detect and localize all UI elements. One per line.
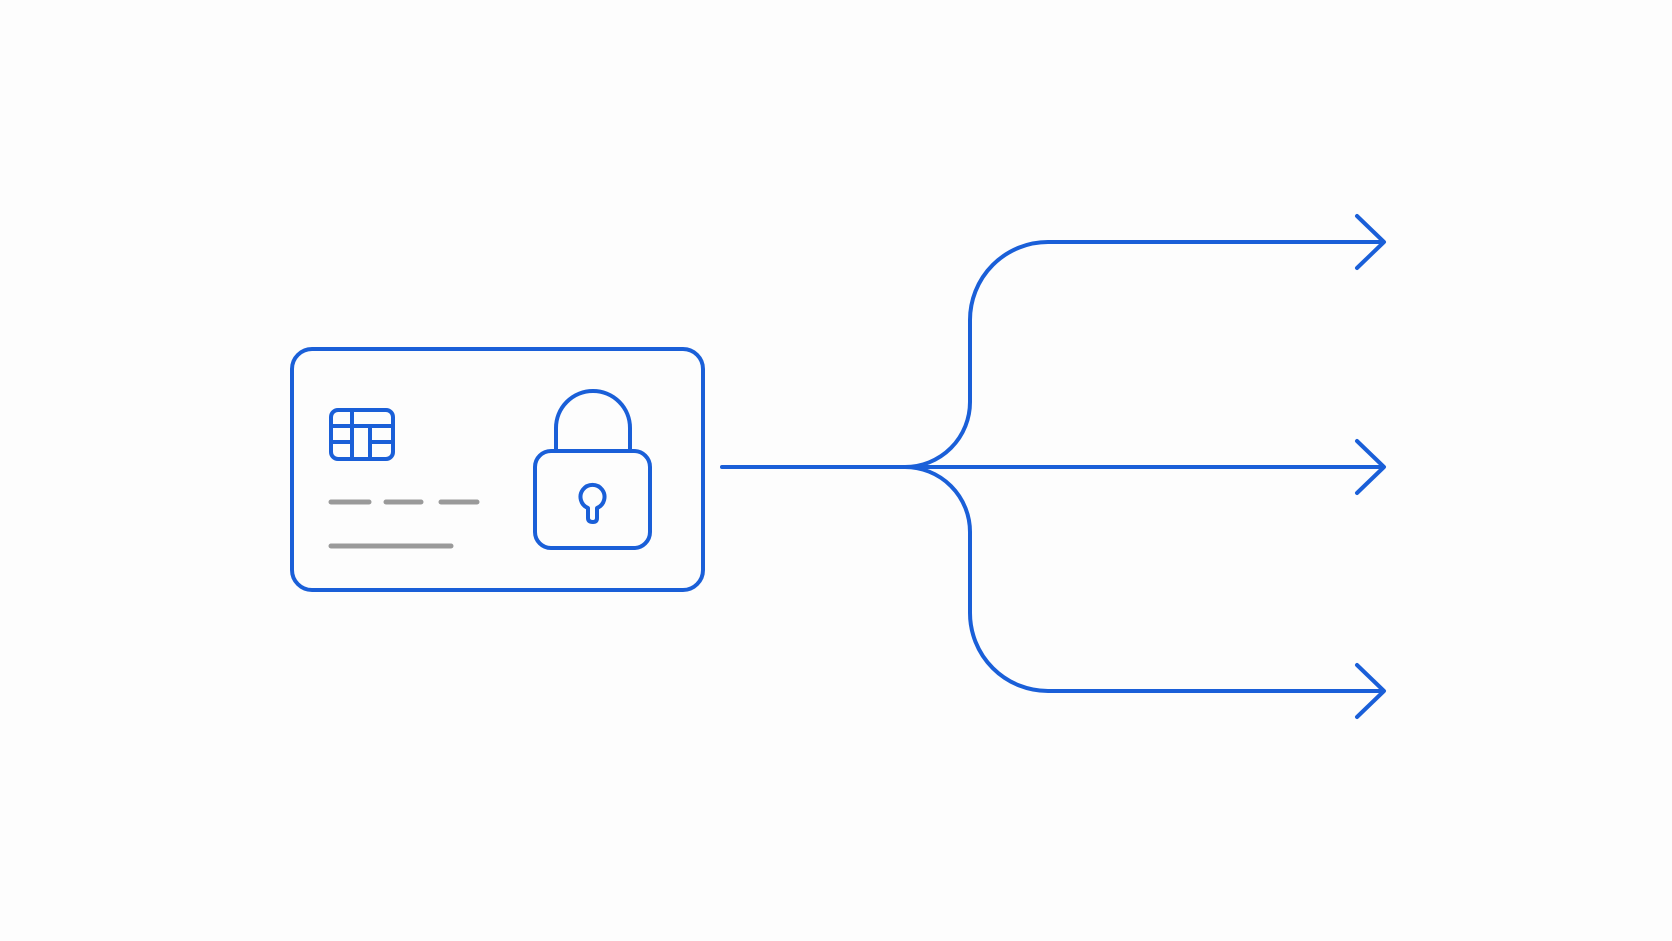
branch-middle-arrowhead [1355, 439, 1386, 495]
credit-card-icon [290, 347, 705, 592]
padlock-body [533, 449, 652, 550]
card-outline [290, 347, 705, 592]
branch-top-arrowhead [1355, 214, 1386, 270]
padlock-shackle [554, 389, 632, 451]
branch-bottom-arrowhead [1355, 663, 1386, 719]
keyhole-icon [578, 482, 607, 524]
card-chip-icon [329, 408, 395, 461]
branch-bottom-path [903, 465, 1383, 693]
padlock-icon [533, 389, 652, 550]
branch-top-path [903, 240, 1383, 469]
branch-flow [720, 214, 1386, 719]
chip-outline [329, 408, 395, 461]
